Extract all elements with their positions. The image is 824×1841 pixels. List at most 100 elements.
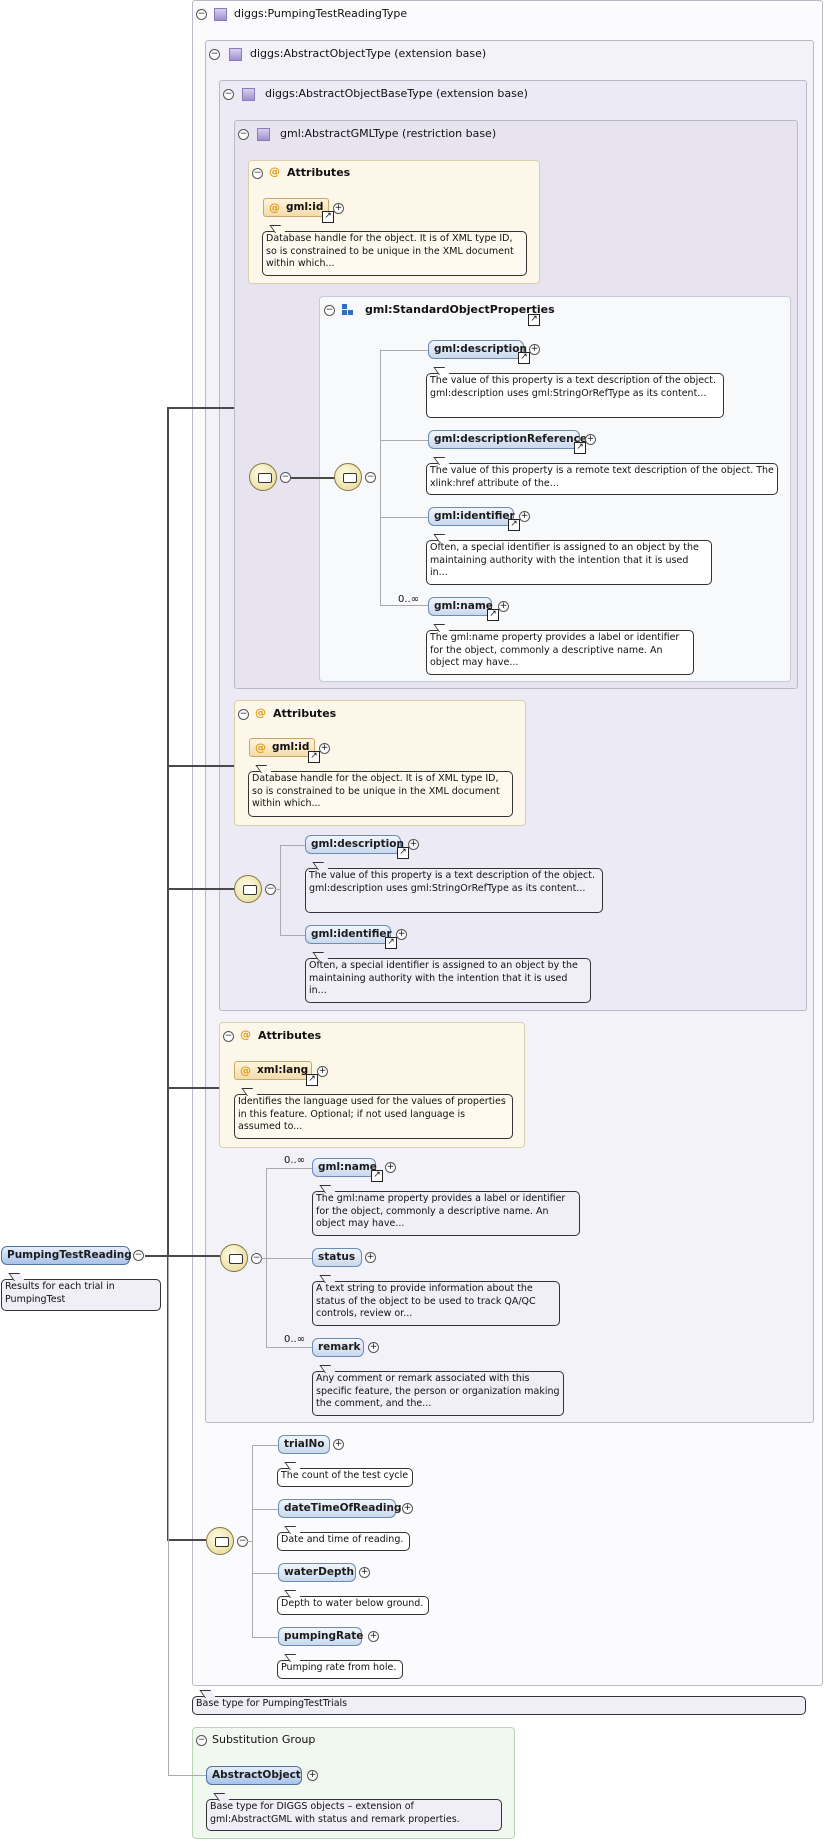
element-description: A text string to provide information abo… bbox=[312, 1281, 560, 1326]
element-date-time-of-reading[interactable]: dateTimeOfReading bbox=[278, 1499, 401, 1518]
connector-line bbox=[275, 889, 281, 890]
connector-line bbox=[145, 1255, 220, 1257]
attributes-title: Attributes bbox=[287, 166, 351, 179]
reference-arrow-icon[interactable]: ↗ bbox=[487, 609, 499, 621]
element-gml-description[interactable]: gml:description bbox=[305, 835, 404, 854]
type-description: Base type for PumpingTestTrials bbox=[192, 1696, 806, 1715]
expand-icon[interactable]: + bbox=[368, 1342, 379, 1353]
expand-icon[interactable]: + bbox=[333, 203, 344, 214]
reference-arrow-icon[interactable]: ↗ bbox=[508, 519, 520, 531]
attribute-description: Identifies the language used for the val… bbox=[234, 1094, 513, 1139]
connector-line bbox=[167, 1087, 219, 1089]
expand-icon[interactable]: + bbox=[365, 1252, 376, 1263]
connector-line bbox=[266, 1168, 312, 1169]
group-title: gml:StandardObjectProperties bbox=[365, 303, 555, 316]
collapse-icon[interactable]: − bbox=[223, 1031, 234, 1042]
element-description: Often, a special identifier is assigned … bbox=[426, 540, 712, 585]
collapse-icon[interactable]: − bbox=[238, 709, 249, 720]
element-abstract-object[interactable]: AbstractObject bbox=[206, 1766, 302, 1785]
expand-icon[interactable]: + bbox=[333, 1439, 344, 1450]
collapse-icon[interactable]: − bbox=[196, 9, 207, 20]
element-gml-name[interactable]: gml:name bbox=[428, 597, 493, 616]
element-gml-description-reference[interactable]: gml:descriptionReference bbox=[428, 430, 587, 449]
connector-line bbox=[280, 935, 305, 936]
collapse-icon[interactable]: − bbox=[209, 49, 220, 60]
expand-icon[interactable]: + bbox=[402, 1503, 413, 1514]
collapse-icon[interactable]: − bbox=[196, 1735, 207, 1746]
element-gml-identifier[interactable]: gml:identifier bbox=[428, 507, 515, 526]
expand-icon[interactable]: + bbox=[585, 434, 596, 445]
expand-icon[interactable]: + bbox=[319, 743, 330, 754]
element-gml-name[interactable]: gml:name bbox=[312, 1158, 377, 1177]
connector-line bbox=[252, 1445, 278, 1446]
expand-icon[interactable]: + bbox=[519, 511, 530, 522]
attributes-title: Attributes bbox=[258, 1029, 322, 1042]
type-title: diggs:PumpingTestReadingType bbox=[234, 7, 408, 20]
expand-icon[interactable]: + bbox=[317, 1066, 328, 1077]
collapse-icon[interactable]: − bbox=[223, 89, 234, 100]
connector-line bbox=[380, 605, 428, 606]
type-title: gml:AbstractGMLType (restriction base) bbox=[280, 127, 497, 140]
connector-line bbox=[167, 765, 234, 767]
attribute-description: Database handle for the object. It is of… bbox=[248, 771, 513, 817]
sequence-compositor-icon[interactable] bbox=[249, 463, 277, 491]
reference-arrow-icon[interactable]: ↗ bbox=[397, 847, 409, 859]
collapse-icon[interactable]: − bbox=[280, 472, 291, 483]
element-trial-no[interactable]: trialNo bbox=[278, 1435, 330, 1454]
collapse-icon[interactable]: − bbox=[365, 472, 376, 483]
reference-arrow-icon[interactable]: ↗ bbox=[322, 211, 334, 223]
connector-line bbox=[380, 440, 428, 441]
collapse-icon[interactable]: − bbox=[238, 129, 249, 140]
attribute-description: Database handle for the object. It is of… bbox=[262, 231, 527, 276]
reference-arrow-icon[interactable]: ↗ bbox=[518, 352, 530, 364]
reference-arrow-icon[interactable]: ↗ bbox=[306, 1074, 318, 1086]
reference-arrow-icon[interactable]: ↗ bbox=[371, 1170, 383, 1182]
multiplicity-label: 0..∞ bbox=[284, 1334, 306, 1345]
expand-icon[interactable]: + bbox=[368, 1631, 379, 1642]
connector-line bbox=[247, 1541, 253, 1542]
root-element-pumping-test-reading[interactable]: PumpingTestReading bbox=[1, 1246, 132, 1265]
element-pumping-rate[interactable]: pumpingRate bbox=[278, 1627, 363, 1646]
element-status[interactable]: status bbox=[312, 1248, 362, 1267]
collapse-icon[interactable]: − bbox=[324, 305, 335, 316]
complex-type-icon bbox=[257, 128, 270, 141]
element-description: Base type for DIGGS objects – extension … bbox=[206, 1799, 502, 1831]
attribute-name: xml:lang bbox=[257, 1064, 309, 1076]
expand-icon[interactable]: + bbox=[408, 839, 419, 850]
sequence-compositor-icon[interactable] bbox=[334, 463, 362, 491]
reference-arrow-icon[interactable]: ↗ bbox=[574, 442, 586, 454]
element-description: Date and time of reading. bbox=[277, 1532, 410, 1551]
element-remark[interactable]: remark bbox=[312, 1338, 364, 1357]
element-description: The gml:name property provides a label o… bbox=[312, 1191, 580, 1236]
reference-arrow-icon[interactable]: ↗ bbox=[385, 937, 397, 949]
sequence-compositor-icon[interactable] bbox=[220, 1244, 248, 1272]
sequence-compositor-icon[interactable] bbox=[206, 1527, 234, 1555]
connector-line bbox=[252, 1637, 278, 1638]
attribute-name: gml:id bbox=[286, 201, 324, 213]
attribute-icon: @ bbox=[269, 165, 280, 178]
expand-icon[interactable]: + bbox=[529, 344, 540, 355]
expand-icon[interactable]: + bbox=[307, 1770, 318, 1781]
attribute-icon: @ bbox=[240, 1028, 251, 1041]
expand-icon[interactable]: + bbox=[396, 929, 407, 940]
attribute-gml-id[interactable]: @gml:id bbox=[263, 198, 329, 217]
expand-icon[interactable]: + bbox=[385, 1162, 396, 1173]
connector-line bbox=[168, 1257, 169, 1775]
sequence-compositor-icon[interactable] bbox=[234, 875, 262, 903]
element-description: The value of this property is a text des… bbox=[305, 868, 603, 913]
element-gml-identifier[interactable]: gml:identifier bbox=[305, 925, 392, 944]
element-gml-description[interactable]: gml:description bbox=[428, 340, 527, 359]
element-water-depth[interactable]: waterDepth bbox=[278, 1563, 356, 1582]
expand-icon[interactable]: + bbox=[359, 1567, 370, 1578]
reference-arrow-icon[interactable]: ↗ bbox=[528, 314, 540, 326]
group-icon bbox=[342, 304, 354, 316]
attribute-xml-lang[interactable]: @xml:lang bbox=[234, 1061, 312, 1080]
element-description: The value of this property is a remote t… bbox=[426, 463, 778, 495]
connector-line bbox=[380, 350, 428, 351]
collapse-icon[interactable]: − bbox=[252, 168, 263, 179]
expand-icon[interactable]: + bbox=[498, 601, 509, 612]
attribute-gml-id[interactable]: @gml:id bbox=[249, 738, 315, 757]
collapse-icon[interactable]: − bbox=[133, 1250, 144, 1261]
complex-type-icon bbox=[214, 8, 227, 21]
reference-arrow-icon[interactable]: ↗ bbox=[308, 751, 320, 763]
